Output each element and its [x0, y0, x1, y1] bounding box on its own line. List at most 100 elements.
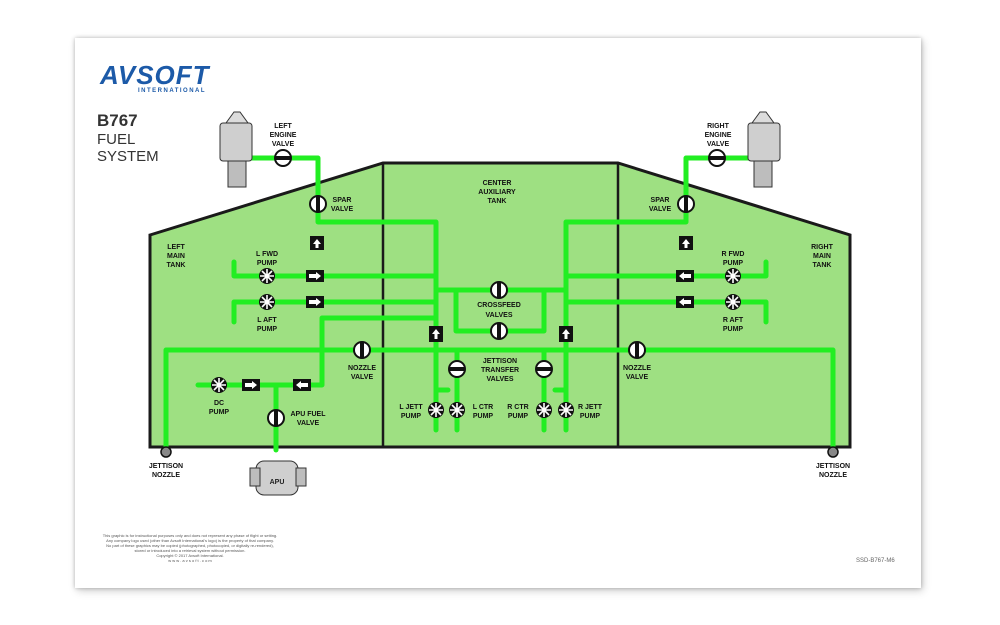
lsv-line-1: SPAR: [333, 197, 352, 204]
r-aft-pump-label: R AFT PUMP: [723, 317, 744, 333]
right-jettison-nozzle-label: JETTISON NOZZLE: [816, 463, 850, 479]
lcp-line-1: L CTR: [473, 404, 493, 411]
disclaimer-footer: This graphic is for instructional purpos…: [90, 533, 290, 563]
lsv-line-2: VALVE: [331, 206, 354, 213]
rap-line-1: R AFT: [723, 317, 744, 324]
lev-line-1: LEFT: [274, 123, 292, 130]
left-main-tank-label: LEFT MAIN TANK: [167, 244, 186, 269]
lap-line-2: PUMP: [257, 326, 278, 333]
jtv-line-3: VALVES: [487, 376, 514, 383]
l-ctr-pump: [449, 402, 465, 418]
jtv-line-2: TRANSFER: [481, 367, 519, 374]
r-ctr-pump: [536, 402, 552, 418]
diagram-labels: LEFT MAIN TANK CENTER AUXILIARY TANK RIG…: [149, 123, 850, 479]
lnv-line-2: VALVE: [351, 374, 374, 381]
lap-line-1: L AFT: [257, 317, 277, 324]
cfv-line-2: VALVES: [486, 312, 513, 319]
check-valve-apu: [293, 379, 311, 391]
rap-line-2: PUMP: [723, 326, 744, 333]
right-engine: [747, 111, 781, 188]
crossfeed-valve-fwd: [490, 281, 508, 299]
check-valve-l-fwd: [306, 270, 324, 282]
tank-body: [148, 161, 852, 449]
r-fwd-pump: [725, 268, 741, 284]
l-ctr-pump-label: L CTR PUMP: [473, 404, 494, 420]
rcp-line-2: PUMP: [508, 413, 529, 420]
rnv-line-1: NOZZLE: [623, 365, 651, 372]
l-aft-pump: [259, 294, 275, 310]
l-jett-pump-label: L JETT PUMP: [399, 404, 423, 420]
right-nozzle-valve: [628, 341, 646, 359]
right-spar-valve: [677, 195, 695, 213]
jtv-line-1: JETTISON: [483, 358, 517, 365]
ljn-line-2: NOZZLE: [152, 472, 180, 479]
right-main-tank-label: RIGHT MAIN TANK: [811, 244, 834, 269]
r-fwd-pump-label: R FWD PUMP: [722, 251, 745, 267]
rfp-line-2: PUMP: [723, 260, 744, 267]
diagram-title: FUEL SYSTEM: [97, 131, 159, 165]
left-nozzle-valve-label: NOZZLE VALVE: [348, 365, 376, 381]
rsv-line-2: VALVE: [649, 206, 672, 213]
center-tank-line-2: AUXILIARY: [478, 189, 516, 196]
right-tank-line-3: TANK: [813, 262, 832, 269]
right-tank-line-2: MAIN: [813, 253, 831, 260]
crossfeed-valves-label: CROSSFEED VALVES: [477, 302, 521, 319]
check-valve-dc: [242, 379, 260, 391]
dcp-line-1: DC: [214, 400, 224, 407]
left-engine-valve: [274, 149, 292, 167]
rnv-line-2: VALVE: [626, 374, 649, 381]
crossfeed-valve-aft: [490, 322, 508, 340]
afv-line-1: APU FUEL: [291, 411, 327, 418]
left-jettison-nozzle-label: JETTISON NOZZLE: [149, 463, 183, 479]
rev-line-1: RIGHT: [707, 123, 730, 130]
diagram-title-model: B767: [97, 111, 138, 130]
apu-fuel-valve-label: APU FUEL VALVE: [291, 411, 327, 427]
dc-pump-label: DC PUMP: [209, 400, 230, 416]
left-jettison-transfer-valve: [448, 360, 466, 378]
cfv-line-1: CROSSFEED: [477, 302, 521, 309]
left-engine-valve-label: LEFT ENGINE VALVE: [270, 123, 297, 148]
right-jettison-nozzle: [827, 446, 839, 458]
lev-line-2: ENGINE: [270, 132, 297, 139]
rev-line-3: VALVE: [707, 141, 730, 148]
ljp-line-2: PUMP: [401, 413, 422, 420]
right-engine-valve: [708, 149, 726, 167]
apu-label: APU: [270, 479, 285, 486]
right-engine-valve-label: RIGHT ENGINE VALVE: [705, 123, 732, 148]
check-valve-r-aft: [676, 296, 694, 308]
ljp-line-1: L JETT: [399, 404, 423, 411]
l-jett-pump: [428, 402, 444, 418]
check-valve-l-aft: [306, 296, 324, 308]
footer-line-5: Copyright © 2017 Avsoft International.: [156, 553, 224, 558]
dc-pump: [211, 377, 227, 393]
apu-fuel-valve: [267, 409, 285, 427]
jettison-nozzles: [160, 446, 839, 458]
l-fwd-pump-label: L FWD PUMP: [256, 251, 278, 267]
dcp-line-2: PUMP: [209, 409, 230, 416]
r-jett-pump: [558, 402, 574, 418]
ljn-line-1: JETTISON: [149, 463, 183, 470]
footer-line-3: No part of these graphics may be copied …: [106, 543, 274, 548]
right-spar-valve-label: SPAR VALVE: [649, 197, 672, 213]
lfp-line-1: L FWD: [256, 251, 278, 258]
rcp-line-1: R CTR: [507, 404, 528, 411]
rsv-line-1: SPAR: [651, 197, 670, 204]
rjp-line-2: PUMP: [580, 413, 601, 420]
valves: [267, 149, 726, 427]
r-ctr-pump-label: R CTR PUMP: [507, 404, 528, 420]
check-valves: [242, 236, 694, 391]
check-valve-center-right: [559, 326, 573, 342]
pumps: [211, 268, 741, 418]
left-tank-line-3: TANK: [167, 262, 186, 269]
left-engine: [219, 111, 253, 188]
left-spar-valve-label: SPAR VALVE: [331, 197, 354, 213]
center-aux-tank-label: CENTER AUXILIARY TANK: [478, 180, 516, 205]
document-id: SSD-B767-M6: [856, 558, 895, 564]
rjp-line-1: R JETT: [578, 404, 603, 411]
footer-line-6: w w w . a v s o f t . c o m: [168, 558, 212, 563]
center-tank-line-1: CENTER: [483, 180, 512, 187]
rjn-line-1: JETTISON: [816, 463, 850, 470]
lnv-line-1: NOZZLE: [348, 365, 376, 372]
check-valve-right-spar: [679, 236, 693, 250]
